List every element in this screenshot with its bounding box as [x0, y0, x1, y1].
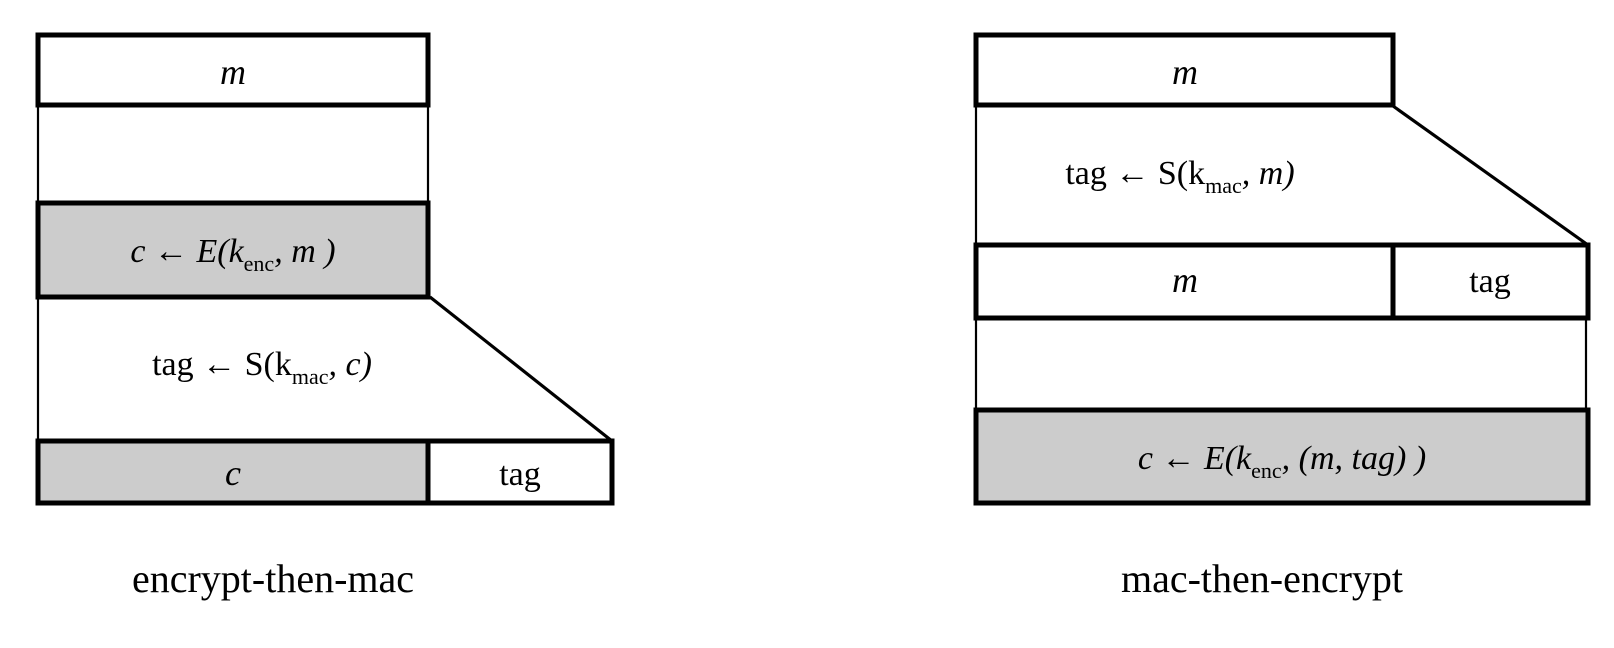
mte-encrypt-label-tail: , (m, tag) ) — [1282, 440, 1426, 477]
etm-mac-label-sub: mac — [292, 364, 329, 389]
etm-output-tag-label: tag — [499, 456, 541, 493]
mte-row-encrypt: c ← E(kenc, (m, tag) ) — [973, 407, 1591, 506]
mte-mac-label-tail: , m) — [1242, 155, 1295, 192]
etm-output-border — [35, 438, 615, 506]
etm-encrypt-label: c ← E(kenc, m ) — [130, 233, 335, 276]
etm-message-label: m — [220, 52, 246, 92]
mte-intermediate-tag-label: tag — [1469, 263, 1511, 300]
mte-encrypt-label-sub: enc — [1251, 458, 1282, 483]
mte-encrypt-cell-border — [973, 407, 1591, 506]
mte-row-intermediate: m tag — [973, 242, 1591, 321]
etm-mac-label: tag ← S(kmac, c) — [152, 346, 372, 389]
etm-encrypt-label-tail: , m ) — [274, 233, 335, 270]
etm-output-c-bg — [38, 441, 428, 503]
mte-encrypt-label-head: c ← E(k — [1138, 440, 1252, 477]
mte-message-cell-bg — [976, 35, 1393, 105]
mte-message-cell-border — [973, 32, 1396, 108]
etm-mac-label-head: tag ← S(k — [152, 346, 292, 383]
etm-message-cell-bg — [38, 35, 428, 105]
mte-row-mac: tag ← S(kmac, m) — [1065, 155, 1294, 198]
etm-caption: encrypt-then-mac — [132, 556, 414, 601]
etm-row-mac: tag ← S(kmac, c) — [152, 346, 372, 389]
mte-encrypt-label: c ← E(kenc, (m, tag) ) — [1138, 440, 1426, 483]
mte-diagonal-connector — [1392, 104, 1589, 247]
mte-mac-label: tag ← S(kmac, m) — [1065, 155, 1294, 198]
mte-message-label: m — [1172, 52, 1198, 92]
etm-mac-label-tail: , c) — [329, 346, 372, 383]
etm-row-message: m — [35, 32, 431, 108]
diagram-encrypt-then-mac: m c ← E(kenc, m ) tag ← S(kmac, c) — [35, 32, 615, 601]
etm-diagonal-connector — [429, 295, 613, 443]
mte-encrypt-cell-bg — [976, 410, 1588, 503]
mte-mac-label-head: tag ← S(k — [1065, 155, 1205, 192]
mte-intermediate-border — [973, 242, 1591, 321]
etm-encrypt-label-head: c ← E(k — [130, 233, 244, 270]
etm-message-cell-border — [35, 32, 431, 108]
mte-intermediate-bg — [976, 245, 1588, 318]
etm-output-tag-bg — [428, 441, 612, 503]
etm-row-encrypt: c ← E(kenc, m ) — [35, 200, 431, 300]
mte-row-message: m — [973, 32, 1396, 108]
etm-row-output: c tag — [35, 438, 615, 506]
mte-caption: mac-then-encrypt — [1121, 556, 1403, 601]
mte-mac-label-sub: mac — [1205, 173, 1242, 198]
etm-encrypt-cell-border — [35, 200, 431, 300]
etm-encrypt-cell-bg — [38, 203, 428, 297]
diagram-mac-then-encrypt: m tag ← S(kmac, m) m tag c — [973, 32, 1591, 601]
etm-encrypt-label-sub: enc — [244, 251, 275, 276]
etm-output-c-label: c — [225, 453, 241, 493]
mte-intermediate-m-label: m — [1172, 260, 1198, 300]
